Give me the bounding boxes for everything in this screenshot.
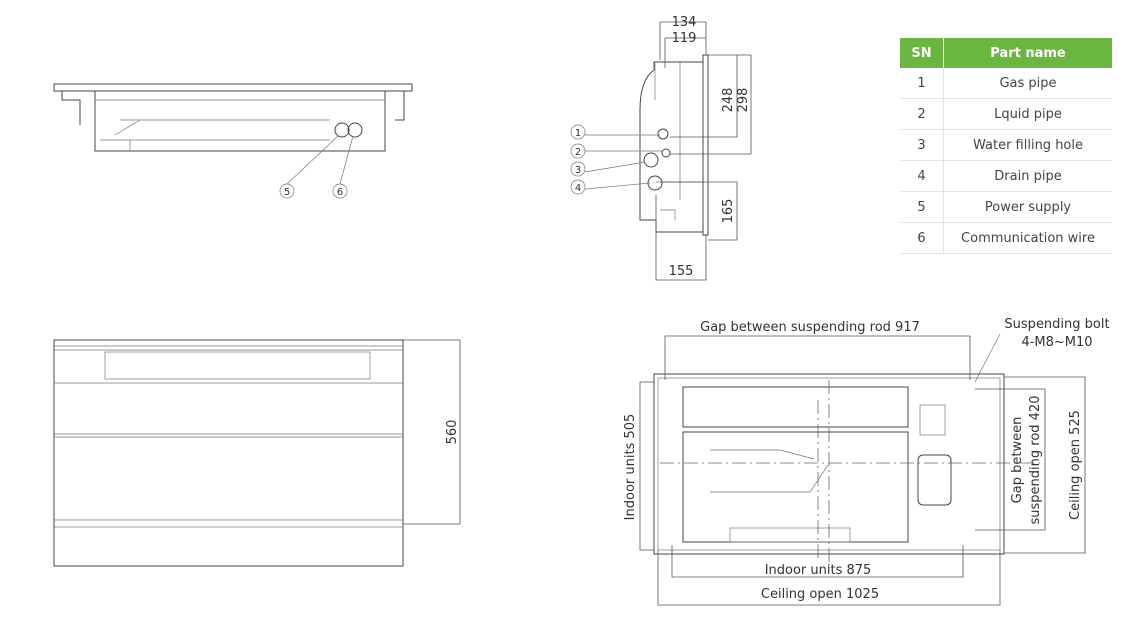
dim-298: 298 [736,88,751,113]
callout-2-label: 2 [575,147,581,158]
callout-5 [279,183,295,199]
callout-3-label: 3 [575,165,581,176]
cell-sn: 2 [900,98,944,130]
front-view: 560 [53,339,461,567]
cell-sn: 3 [900,129,944,161]
indoor-depth-label: Indoor units 505 [623,414,638,521]
ceiling-depth-label: Ceiling open 525 [1068,410,1083,520]
callout-6-label: 6 [337,187,343,198]
cell-part-name: Lquid pipe [943,98,1112,130]
ceiling-width-label: Ceiling open 1025 [761,587,879,602]
dim-119: 119 [672,31,697,46]
dim-248: 248 [721,88,736,113]
rod-gap-depth-label-2: suspending rod 420 [1028,396,1043,525]
dim-155: 155 [669,264,694,279]
cell-part-name: Communication wire [943,222,1112,254]
cell-part-name: Gas pipe [943,68,1112,99]
callout-1-label: 1 [575,128,581,139]
callout-6 [332,183,348,199]
cell-sn: 5 [900,191,944,223]
cell-part-name: Drain pipe [943,160,1112,192]
bolt-label-2: 4-M8~M10 [1021,335,1092,350]
cell-part-name: Power supply [943,191,1112,223]
cell-part-name: Water filling hole [943,129,1112,161]
dim-165: 165 [721,199,736,224]
header-part-name: Part name [943,38,1112,68]
cell-sn: 6 [900,222,944,254]
dim-134: 134 [672,15,697,30]
cell-sn: 4 [900,160,944,192]
top-view: 5 6 [53,83,413,199]
dim-560: 560 [445,420,460,445]
bolt-label-1: Suspending bolt [1004,317,1109,332]
rod-gap-depth-label-1: Gap between [1010,417,1025,504]
callout-5-label: 5 [284,187,290,198]
plan-view: Gap between suspending rod 917 Suspendin… [623,317,1110,606]
side-view: 1 2 3 4 134 119 248 298 165 155 [570,15,752,281]
cell-sn: 1 [900,68,944,99]
callout-4-label: 4 [575,183,581,194]
rod-gap-width-label: Gap between suspending rod 917 [700,320,920,335]
indoor-width-label: Indoor units 875 [765,563,872,578]
table-header: SN Part name [900,38,1112,68]
header-sn: SN [900,38,944,68]
